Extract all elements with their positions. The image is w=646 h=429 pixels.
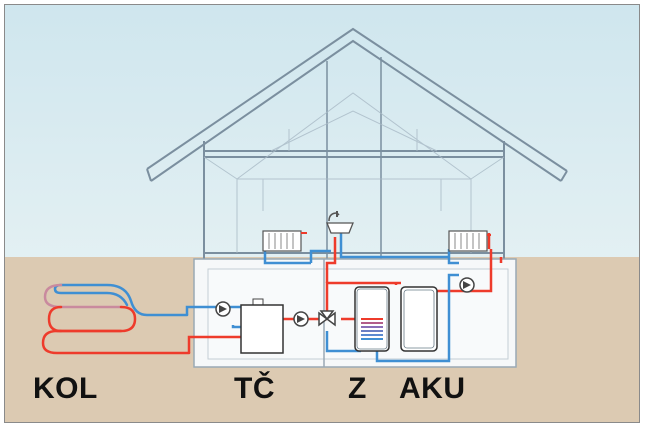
diagram-frame: KOL TČ Z AKU [4,4,640,423]
label-aku: AKU [399,372,466,405]
accumulator-tank [400,286,438,352]
sky [5,5,639,261]
house-outline [146,27,568,259]
radiator-right [448,230,491,252]
radiator-left [262,230,307,252]
house-interior [203,92,505,253]
label-tc: TČ [234,372,275,405]
label-z: Z [348,372,367,405]
cold-pipes [231,231,459,363]
mixing-valve [318,310,336,327]
heat-pump-unit [240,298,284,354]
pump-accumulator [459,277,475,293]
heating-system-diagram [5,5,639,422]
pump-heat-pump [215,301,231,317]
ground-collector-coil [41,283,191,355]
storage-tank [354,286,390,352]
pump-storage [293,311,309,327]
sink-tap-icon [326,211,354,234]
label-kol: KOL [33,372,98,405]
